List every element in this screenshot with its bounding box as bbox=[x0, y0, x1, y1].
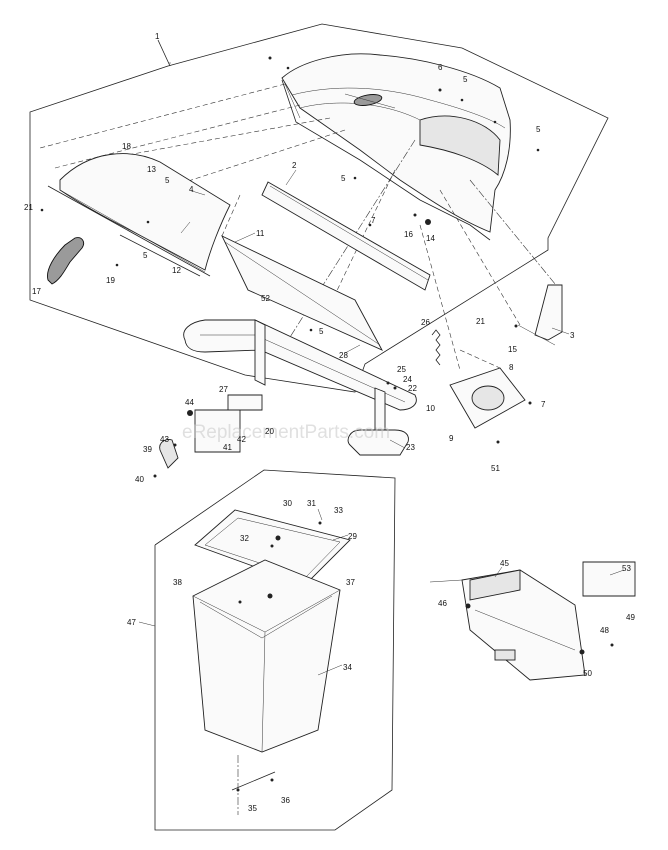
hood-shell bbox=[281, 53, 511, 241]
callout-9: 9 bbox=[449, 434, 454, 443]
bracket bbox=[517, 284, 563, 346]
callout-21b: 21 bbox=[476, 317, 485, 326]
callout-14: 14 bbox=[426, 234, 435, 243]
callout-17: 17 bbox=[32, 287, 41, 296]
bag-strap-35-36 bbox=[231, 771, 276, 791]
callout-7a: 7 bbox=[371, 216, 376, 225]
callout-1: 1 bbox=[155, 32, 160, 41]
callout-23: 23 bbox=[406, 443, 415, 452]
callout-40: 40 bbox=[135, 475, 144, 484]
callout-53: 53 bbox=[622, 564, 631, 573]
leader-1 bbox=[157, 39, 171, 67]
callout-5e: 5 bbox=[143, 251, 148, 260]
dash-hood-9 bbox=[419, 224, 461, 371]
callout-41: 41 bbox=[223, 443, 232, 452]
callout-50: 50 bbox=[583, 669, 592, 678]
assembly-boundary-1 bbox=[29, 23, 609, 393]
dash-hood-3 bbox=[99, 117, 331, 161]
dash-hood-2 bbox=[54, 104, 301, 169]
callout-19: 19 bbox=[106, 276, 115, 285]
callout-11: 11 bbox=[256, 229, 265, 238]
hinge-plate bbox=[261, 181, 431, 291]
dash-hood-8 bbox=[469, 179, 561, 291]
callout-29: 29 bbox=[348, 532, 357, 541]
watermark: eReplacementParts.com bbox=[182, 422, 390, 443]
assembly-boundary-47 bbox=[154, 469, 396, 831]
spring bbox=[431, 329, 441, 366]
callout-43: 43 bbox=[160, 435, 169, 444]
callout-48: 48 bbox=[600, 626, 609, 635]
hitch-bracket bbox=[429, 569, 586, 681]
callout-44: 44 bbox=[185, 398, 194, 407]
callout-13: 13 bbox=[147, 165, 156, 174]
callout-12: 12 bbox=[172, 266, 181, 275]
callout-31: 31 bbox=[307, 499, 316, 508]
callout-38: 38 bbox=[173, 578, 182, 587]
callout-39: 39 bbox=[143, 445, 152, 454]
callout-15: 15 bbox=[508, 345, 517, 354]
mounting-frame bbox=[159, 319, 417, 469]
callout-18: 18 bbox=[122, 142, 131, 151]
callout-42: 42 bbox=[237, 435, 246, 444]
callout-34: 34 bbox=[343, 663, 352, 672]
chute-adapter bbox=[449, 349, 526, 429]
callout-45: 45 bbox=[500, 559, 509, 568]
callout-52: 52 bbox=[261, 294, 270, 303]
callout-20: 20 bbox=[265, 427, 274, 436]
callout-25: 25 bbox=[397, 365, 406, 374]
callout-5a: 5 bbox=[463, 75, 468, 84]
callout-2: 2 bbox=[292, 161, 297, 170]
callout-33: 33 bbox=[334, 506, 343, 515]
callout-5b: 5 bbox=[536, 125, 541, 134]
callout-27: 27 bbox=[219, 385, 228, 394]
callout-3: 3 bbox=[570, 331, 575, 340]
callout-35: 35 bbox=[248, 804, 257, 813]
callout-32: 32 bbox=[240, 534, 249, 543]
callout-26: 26 bbox=[421, 318, 430, 327]
deflector-plate bbox=[47, 153, 231, 277]
callout-28: 28 bbox=[339, 351, 348, 360]
callout-5d: 5 bbox=[165, 176, 170, 185]
callout-49: 49 bbox=[626, 613, 635, 622]
bag bbox=[192, 559, 341, 753]
dash-hood-7 bbox=[439, 189, 521, 326]
leaders bbox=[138, 62, 625, 676]
callout-24: 24 bbox=[403, 375, 412, 384]
dash-hood-1 bbox=[39, 83, 286, 149]
callout-16: 16 bbox=[404, 230, 413, 239]
callout-46: 46 bbox=[438, 599, 447, 608]
callout-6: 6 bbox=[438, 63, 443, 72]
callout-22: 22 bbox=[408, 384, 417, 393]
callout-5f: 5 bbox=[319, 327, 324, 336]
callout-37: 37 bbox=[346, 578, 355, 587]
callout-8: 8 bbox=[509, 363, 514, 372]
callout-10: 10 bbox=[426, 404, 435, 413]
callout-7b: 7 bbox=[541, 400, 546, 409]
rod-12 bbox=[119, 234, 201, 277]
callouts: 1 2 3 4 5 5 5 5 5 5 6 7 7 8 9 10 11 12 1… bbox=[24, 32, 635, 813]
callout-5c: 5 bbox=[341, 174, 346, 183]
callout-36: 36 bbox=[281, 796, 290, 805]
handle bbox=[47, 237, 85, 285]
callout-4: 4 bbox=[189, 185, 194, 194]
panel bbox=[221, 194, 384, 351]
hardware bbox=[40, 56, 614, 792]
callout-47: 47 bbox=[127, 618, 136, 627]
callout-30: 30 bbox=[283, 499, 292, 508]
callout-51: 51 bbox=[491, 464, 500, 473]
callout-21a: 21 bbox=[24, 203, 33, 212]
